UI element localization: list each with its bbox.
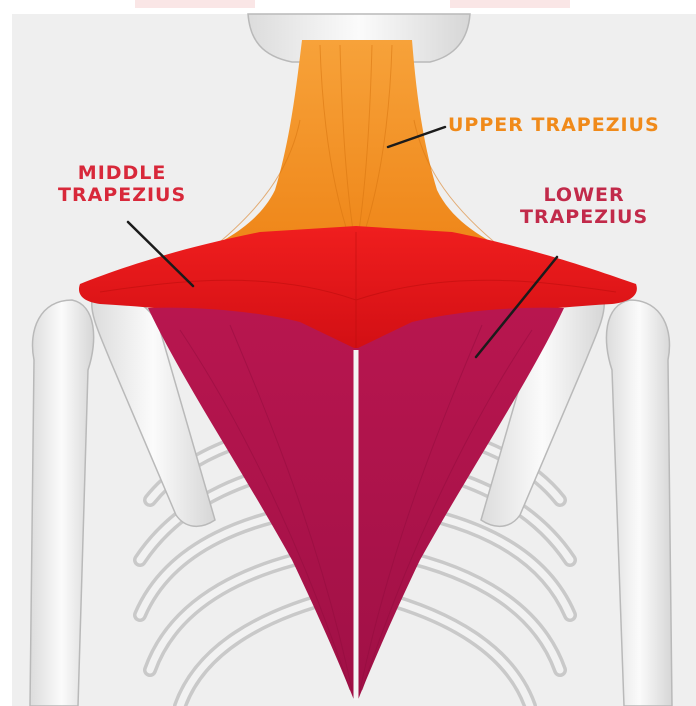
label-middle-line2: TRAPEZIUS xyxy=(58,184,186,206)
label-middle-line1: MIDDLE xyxy=(58,162,186,184)
label-lower-trapezius: LOWER TRAPEZIUS xyxy=(520,184,648,229)
label-lower-line1: LOWER xyxy=(520,184,648,206)
label-middle-trapezius: MIDDLE TRAPEZIUS xyxy=(58,162,186,207)
label-upper-text: UPPER TRAPEZIUS xyxy=(448,114,660,136)
label-lower-line2: TRAPEZIUS xyxy=(520,206,648,228)
label-upper-trapezius: UPPER TRAPEZIUS xyxy=(448,114,660,136)
